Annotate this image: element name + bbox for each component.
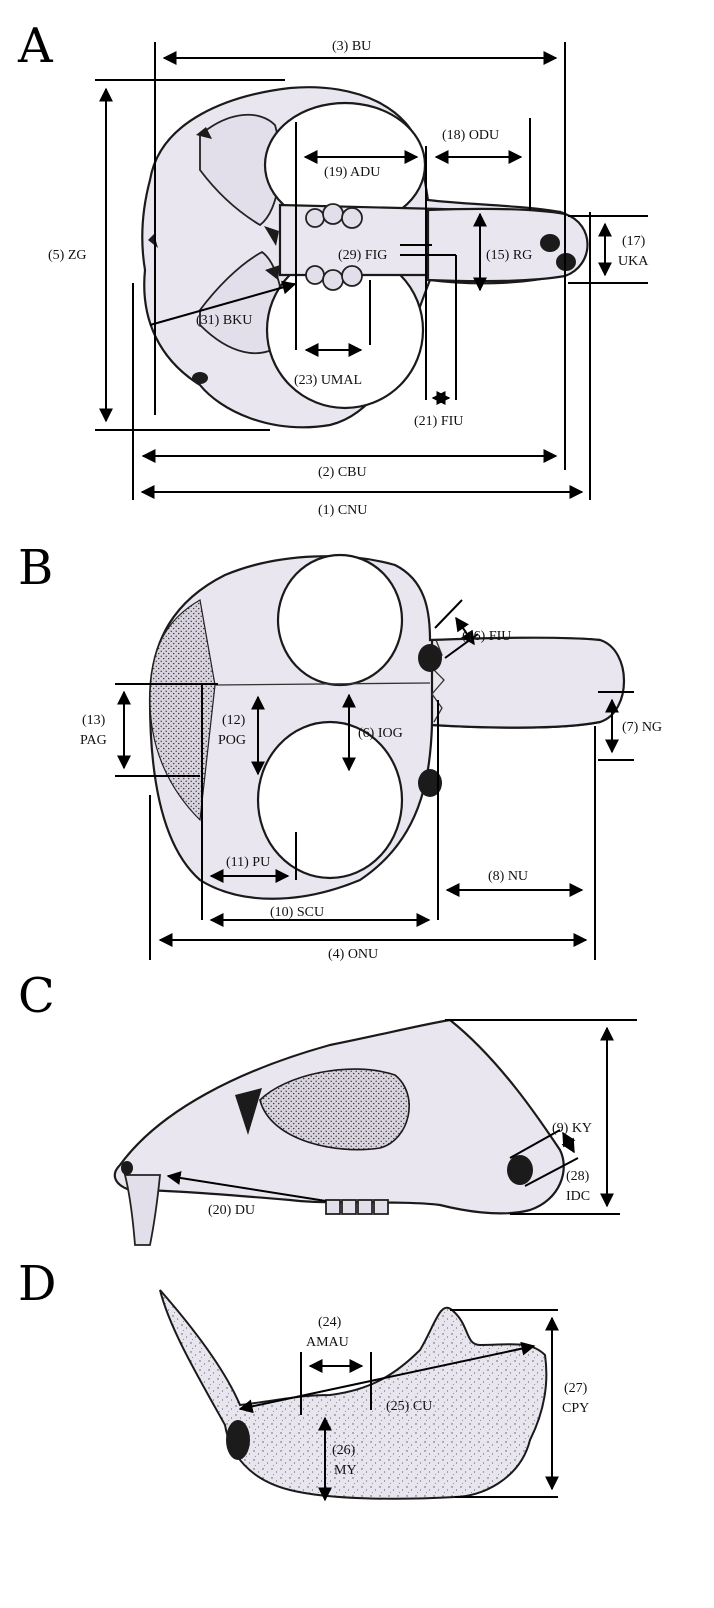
- skull-c-incisor: [123, 1174, 161, 1246]
- panel-letter-c: C: [18, 968, 55, 1024]
- panel-c-labels: (9) KY (28) IDC (20) DU: [208, 1121, 592, 1218]
- skull-a-rostrum: [426, 207, 589, 283]
- label-b-pog: POG: [218, 733, 246, 748]
- label-a-uka: UKA: [618, 254, 649, 269]
- panel-b-measurement-lines: [115, 599, 634, 960]
- label-b-pag: PAG: [80, 733, 107, 748]
- label-a-zg: (5) ZG: [48, 248, 87, 263]
- label-c-ky: (9) KY: [552, 1121, 592, 1136]
- label-b-pog-num: (12): [222, 713, 246, 728]
- panel-d-measurement-lines: [238, 1309, 559, 1502]
- panel-letter-a: A: [17, 18, 54, 74]
- panel-letter-d: D: [18, 1256, 56, 1312]
- skull-b-foramen-lower: [418, 769, 442, 797]
- skull-b-orbit-upper: [276, 553, 404, 687]
- skull-c-orbit: [259, 1068, 410, 1151]
- skull-b-orbit-lower: [256, 720, 404, 880]
- label-b-fiu: (16) FIU: [462, 629, 511, 644]
- label-b-scu: (10) SCU: [270, 905, 324, 920]
- panel-b-skull-dorsal: [148, 553, 626, 900]
- label-a-fig: (29) FIG: [338, 248, 387, 263]
- label-d-amau-num: (24): [318, 1315, 342, 1330]
- label-c-idc: IDC: [566, 1189, 590, 1204]
- skull-b-nasals: [430, 636, 626, 729]
- label-d-amau: AMAU: [306, 1335, 349, 1350]
- label-a-umal: (23) UMAL: [294, 373, 362, 388]
- skull-b-foramen-upper: [418, 644, 442, 672]
- label-d-my-num: (26): [332, 1443, 356, 1458]
- label-c-du: (20) DU: [208, 1203, 255, 1218]
- label-a-cbu: (2) CBU: [318, 465, 367, 480]
- label-c-idc-num: (28): [566, 1169, 590, 1184]
- mandible-angle-shadow: [226, 1420, 250, 1460]
- label-a-cnu: (1) CNU: [318, 503, 367, 518]
- label-d-cpy-num: (27): [564, 1381, 588, 1396]
- label-b-pag-num: (13): [82, 713, 106, 728]
- panel-b-labels: (16) FIU (13) PAG (12) POG (6) IOG (7) N…: [80, 629, 662, 962]
- label-a-bu: (3) BU: [332, 39, 371, 54]
- label-b-pu: (11) PU: [226, 855, 270, 870]
- skull-b-suture: [431, 639, 445, 723]
- label-a-bku: (31) BKU: [196, 313, 252, 328]
- label-a-adu: (19) ADU: [324, 165, 380, 180]
- panel-c-measurement-lines: [166, 1019, 637, 1215]
- panel-a-measurement-lines: [95, 42, 648, 500]
- label-d-my: MY: [334, 1463, 357, 1478]
- label-a-uka-num: (17): [622, 234, 646, 249]
- label-a-fiu: (21) FIU: [414, 414, 463, 429]
- skull-a-dark-foramina: [148, 127, 280, 384]
- panel-d-labels: (24) AMAU (25) CU (27) CPY (26) MY: [306, 1315, 589, 1478]
- skull-c-molars: [325, 1199, 389, 1215]
- label-b-nu: (8) NU: [488, 869, 528, 884]
- panel-a-labels: (3) BU (18) ODU (19) ADU (5) ZG (29) FIG…: [48, 39, 649, 518]
- label-a-rg: (15) RG: [486, 248, 532, 263]
- skull-a-molars: [305, 203, 363, 291]
- panel-a-skull-ventral: [141, 86, 589, 429]
- skull-b-midline: [214, 682, 431, 686]
- panel-letter-b: B: [18, 540, 53, 596]
- label-b-iog: (6) IOG: [358, 726, 403, 741]
- label-b-ng: (7) NG: [622, 720, 662, 735]
- skull-c-ear-opening: [507, 1155, 533, 1185]
- label-d-cu: (25) CU: [386, 1399, 432, 1414]
- label-d-cpy: CPY: [562, 1401, 589, 1416]
- skull-c-foramen: [235, 1088, 262, 1135]
- panel-c-skull-lateral: [113, 1018, 565, 1246]
- label-b-onu: (4) ONU: [328, 947, 378, 962]
- label-a-odu: (18) ODU: [442, 128, 499, 143]
- skull-c-incisor-tip: [121, 1161, 133, 1175]
